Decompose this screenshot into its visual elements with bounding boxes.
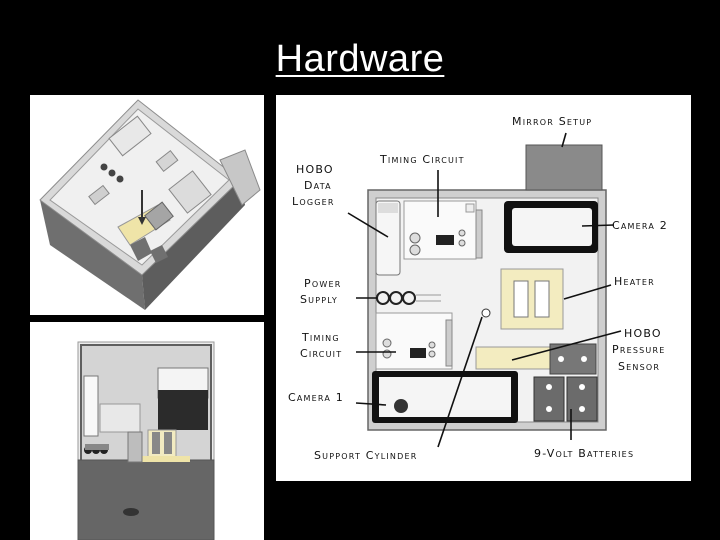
label-timing-circuit-bottom-1: Timing	[301, 331, 340, 344]
isometric-render-panel	[30, 95, 264, 315]
label-hobo-data-logger-3: Logger	[292, 195, 335, 208]
label-hobo-data-logger-1: HOBO	[296, 163, 334, 176]
schematic-panel: Mirror Setup Timing Circuit HOBO Data Lo…	[276, 95, 691, 481]
leader-lines	[347, 132, 622, 448]
label-timing-circuit-top: Timing Circuit	[379, 153, 465, 166]
label-camera-2: Camera 2	[612, 219, 668, 232]
labeled-schematic: Mirror Setup Timing Circuit HOBO Data Lo…	[276, 95, 691, 481]
label-batteries: 9-Volt Batteries	[534, 447, 634, 460]
front-render-panel	[30, 322, 264, 540]
label-power-supply-2: Supply	[300, 293, 338, 306]
front-render	[30, 322, 264, 540]
slide-title: Hardware	[275, 38, 445, 80]
label-power-supply-1: Power	[304, 277, 341, 290]
label-hobo-pressure-sensor-3: Sensor	[618, 360, 660, 373]
label-hobo-data-logger-2: Data	[304, 179, 332, 192]
nine-volt-batteries	[533, 376, 598, 422]
hobo-data-logger	[375, 200, 401, 276]
label-support-cylinder: Support Cylinder	[314, 449, 418, 462]
hobo-pressure-sensor	[549, 343, 597, 375]
label-heater: Heater	[614, 275, 655, 288]
label-camera-1: Camera 1	[288, 391, 344, 404]
heater	[500, 268, 564, 330]
mirror-setup	[525, 144, 603, 191]
label-timing-circuit-bottom-2: Circuit	[300, 347, 342, 360]
label-hobo-pressure-sensor-1: HOBO	[624, 327, 662, 340]
label-hobo-pressure-sensor-2: Pressure	[612, 343, 665, 356]
label-mirror-setup: Mirror Setup	[512, 115, 592, 128]
isometric-render	[30, 95, 264, 315]
power-supply	[376, 291, 441, 305]
